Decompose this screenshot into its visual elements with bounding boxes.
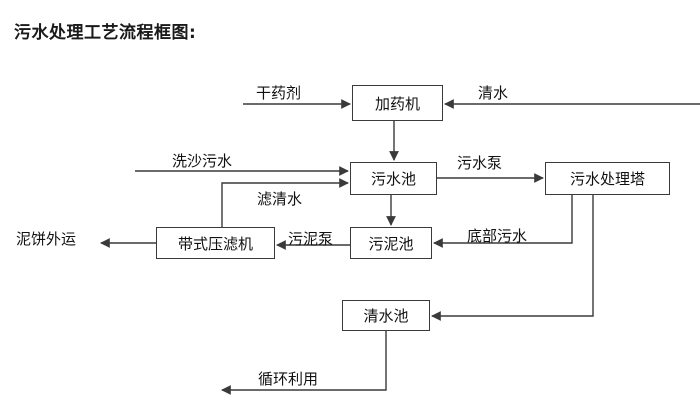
- edge-label-recycle-use: 循环利用: [258, 370, 319, 388]
- node-label: 污泥池: [368, 234, 414, 253]
- edge-label-sludge-pump: 污泥泵: [288, 230, 334, 248]
- node-treatment-tower[interactable]: 污水处理塔: [545, 162, 670, 195]
- terminal-sand-wash-sewage: 洗沙污水: [172, 152, 233, 170]
- edge-tower-to-clear-pool: [431, 195, 594, 321]
- node-dosing-machine[interactable]: 加药机: [352, 85, 443, 121]
- terminal-mud-cake-transport: 泥饼外运: [16, 230, 77, 248]
- node-label: 带式压滤机: [177, 234, 253, 253]
- node-sewage-pool[interactable]: 污水池: [350, 162, 437, 195]
- node-sludge-pool[interactable]: 污泥池: [350, 227, 432, 259]
- node-clear-water-pool[interactable]: 清水池: [342, 300, 430, 331]
- node-label: 污水池: [370, 170, 416, 188]
- edge-label-filtrate: 滤清水: [257, 190, 303, 208]
- edge-label-bottom-sewage: 底部污水: [467, 227, 528, 245]
- node-label: 清水池: [363, 307, 409, 325]
- page-title: 污水处理工艺流程框图:: [14, 23, 197, 43]
- edge-tower-to-sludge-pool: [433, 195, 573, 248]
- edge-label-sewage-pump: 污水泵: [457, 154, 503, 172]
- edge-filtrate-to-sewage-pool: [221, 178, 349, 227]
- node-label: 加药机: [374, 94, 420, 113]
- edge-clear-pool-to-recycle: [221, 331, 387, 395]
- node-label: 污水处理塔: [569, 170, 645, 188]
- terminal-dry-agent: 干药剂: [256, 84, 302, 102]
- terminal-clean-water: 清水: [478, 84, 509, 102]
- node-belt-filter-press[interactable]: 带式压滤机: [156, 227, 275, 259]
